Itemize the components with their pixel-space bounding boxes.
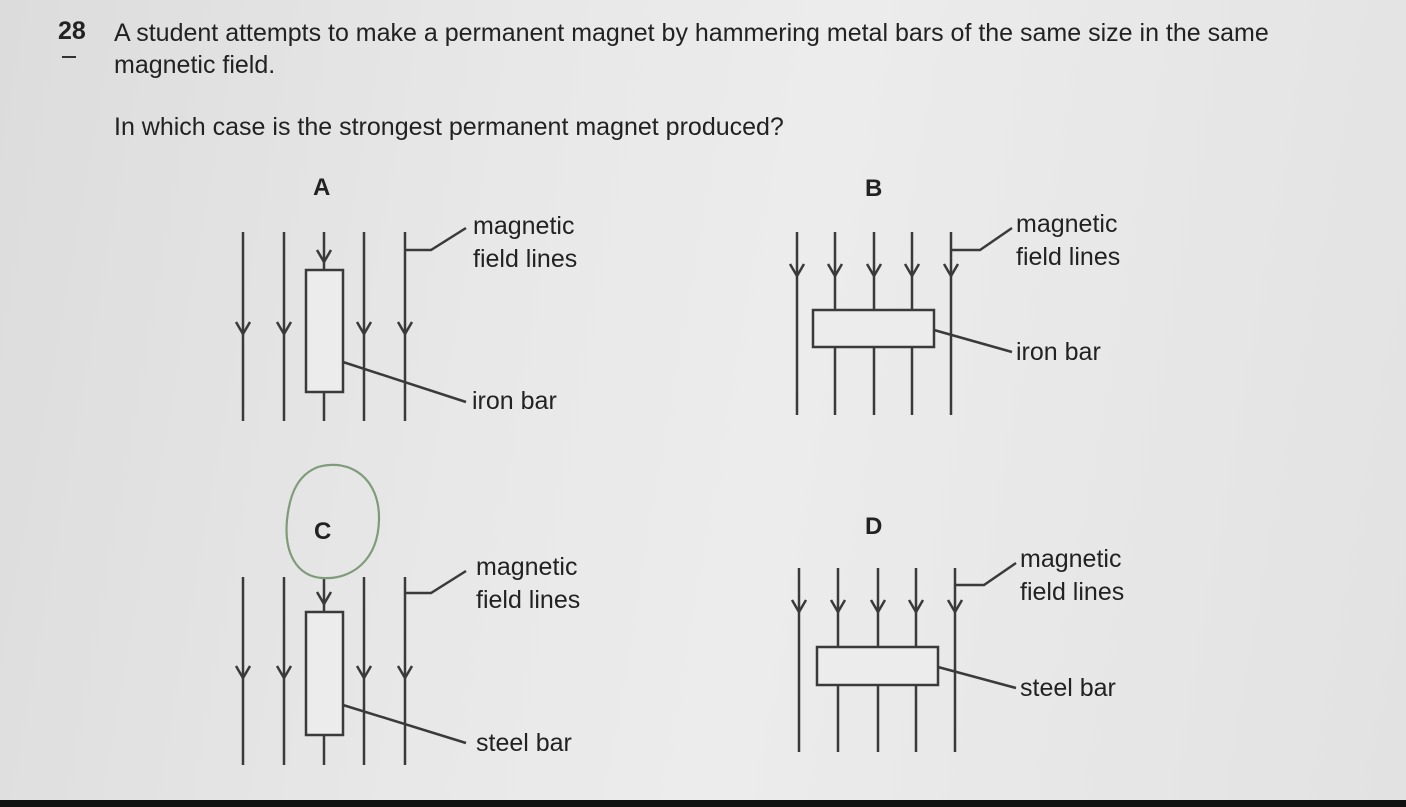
option-c-bar-label: steel bar [476,729,572,757]
option-d-letter[interactable]: D [865,513,883,540]
question-number: 28 [58,17,86,45]
arrow-icon [315,249,333,265]
arrow-icon [946,599,964,615]
leader-line [342,703,467,745]
option-d-diagram [790,561,1017,752]
arrow-icon [396,665,414,681]
option-c-letter[interactable]: C [314,518,332,545]
arrow-icon [396,321,414,337]
margin-mark [62,56,76,58]
leader-line [405,569,467,595]
option-a-bar-label: iron bar [472,387,557,415]
arrow-icon [865,263,883,279]
option-b-field-label: magnetic field lines [1016,210,1121,271]
leader-line [951,226,1013,252]
arrow-icon [275,665,293,681]
arrow-icon [234,665,252,681]
arrow-icon [315,591,333,607]
leader-line [405,226,467,252]
option-b-diagram [788,226,1013,415]
arrow-icon [869,599,887,615]
arrow-icon [790,599,808,615]
leader-line [955,561,1017,587]
option-d-bar-label: steel bar [1020,674,1116,702]
question-text: A student attempts to make a permanent m… [114,19,1269,79]
leader-line [933,328,1013,354]
iron-bar [304,268,345,394]
leader-line [342,360,467,404]
option-a-field-label: magnetic field lines [473,212,578,273]
answer-circle-mark [285,463,381,580]
option-c-diagram [234,569,467,765]
arrow-icon [907,599,925,615]
arrow-icon [942,263,960,279]
arrow-icon [275,321,293,337]
option-a-diagram [234,226,467,421]
arrow-icon [788,263,806,279]
arrow-icon [355,665,373,681]
arrow-icon [826,263,844,279]
option-d-field-label: magnetic field lines [1020,545,1125,606]
steel-bar [304,610,345,737]
arrow-icon [829,599,847,615]
option-a-letter[interactable]: A [313,174,331,201]
leader-line [937,665,1017,690]
option-c-field-label: magnetic field lines [476,553,581,614]
option-b-letter[interactable]: B [865,175,883,202]
question-prompt: In which case is the strongest permanent… [114,113,784,141]
iron-bar [811,308,936,349]
option-b-bar-label: iron bar [1016,338,1101,366]
arrow-icon [234,321,252,337]
steel-bar [815,645,940,687]
arrow-icon [355,321,373,337]
screen-bezel [0,800,1406,807]
arrow-icon [903,263,921,279]
